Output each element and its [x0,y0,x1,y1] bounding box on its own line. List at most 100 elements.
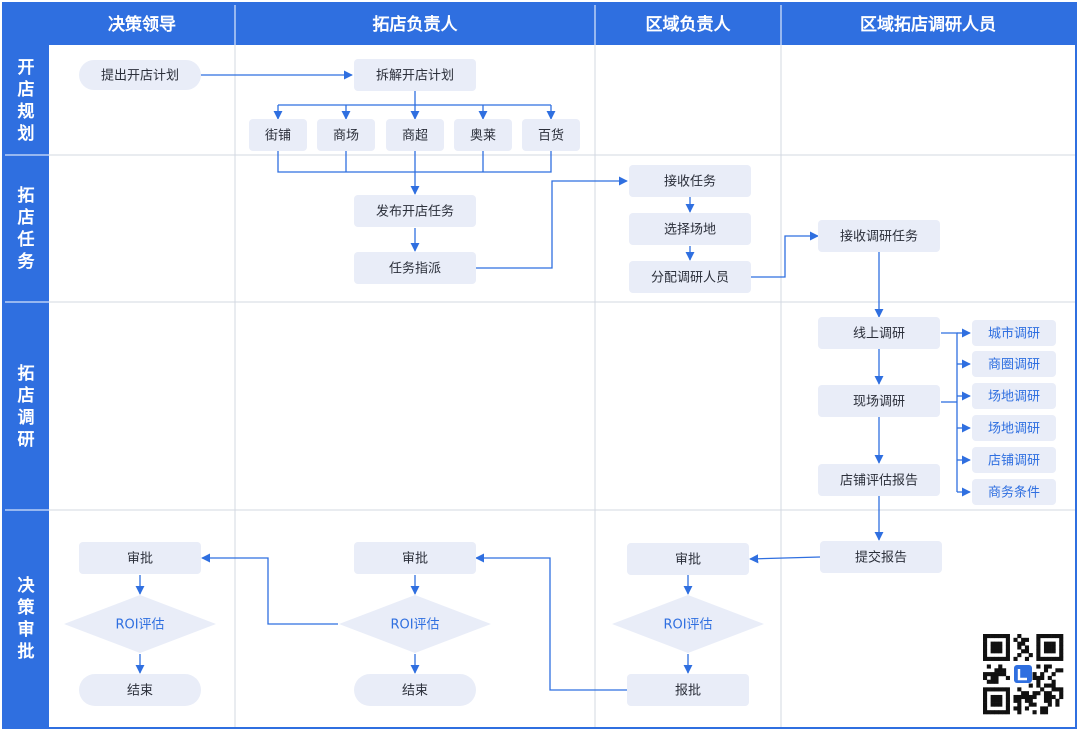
node-label: 接收任务 [664,174,716,190]
node-shape [354,542,476,574]
node-shape [64,595,216,653]
column-header-region-lead: 区域负责人 [646,14,732,35]
node-shape [249,119,307,151]
lane-label-research: 拓店调研 [18,364,35,450]
node-label: 任务指派 [389,261,441,277]
node-label: ROI评估 [115,618,164,633]
node-label: 场地调研 [988,390,1040,405]
node-label: 审批 [127,552,153,567]
connector-assign-to-receive [476,176,628,269]
node-shape [354,195,476,227]
node-shape [612,595,764,653]
node-shape [972,320,1056,346]
node-label: 商超 [402,129,428,144]
node-label: 商务条件 [988,485,1040,501]
node-label: 商圈调研 [988,358,1040,373]
node-receive-research: 接收调研任务 [818,220,940,252]
node-label: 发布开店任务 [376,204,454,220]
node-shape [629,261,751,293]
node-label: 选择场地 [664,223,716,238]
node-label: ROI评估 [390,618,439,633]
node-leader-plan: 提出开店计划 [79,60,201,90]
node-supermarket: 商超 [386,119,444,151]
column-header-expansion-lead: 拓店负责人 [373,14,459,35]
node-shape [386,119,444,151]
connector-submit-to-approve [749,554,821,564]
node-shape [818,220,940,252]
node-label: 奥莱 [470,129,496,144]
node-site-research-2: 场地调研 [972,415,1056,441]
node-end-leader: 结束 [79,674,201,706]
lane-label-task: 拓店任务 [17,186,36,272]
node-end-expand: 结束 [354,674,476,706]
node-label: 结束 [402,684,428,699]
node-shape [818,464,940,496]
node-label: 店铺调研 [988,454,1040,469]
node-shape [818,385,940,417]
node-outlet: 奥莱 [454,119,512,151]
qr-logo-icon [1014,665,1032,683]
node-choose-site: 选择场地 [629,213,751,245]
node-label: 审批 [675,553,701,568]
node-shape [972,479,1056,505]
lane-header-bar [3,3,49,728]
node-shape [972,351,1056,377]
node-shape [454,119,512,151]
node-shape [354,59,476,91]
node-label: 审批 [402,552,428,567]
node-report-up: 报批 [627,674,749,706]
node-label: 店铺评估报告 [840,474,918,489]
node-store-report: 店铺评估报告 [818,464,940,496]
node-roi-leader: ROI评估 [64,595,216,653]
node-shape [339,595,491,653]
node-receive-task: 接收任务 [629,165,751,197]
node-label: 城市调研 [988,326,1040,342]
node-dept-store: 百货 [522,119,580,151]
node-label: 提交报告 [855,550,907,566]
node-submit-report: 提交报告 [820,541,942,573]
node-label: ROI评估 [663,618,712,633]
lane-label-planning: 开店规划 [18,58,35,144]
connector-report-to-expansion [475,553,627,691]
node-shape [820,541,942,573]
node-district-research: 商圈调研 [972,351,1056,377]
node-label: 百货 [538,128,564,144]
column-header-researcher: 区域拓店调研人员 [860,14,996,35]
node-shape [972,447,1056,473]
node-shape [972,415,1056,441]
node-shape [317,119,375,151]
lane-label-approval: 决策审批 [18,575,36,662]
node-shape [818,317,940,349]
node-street: 街铺 [249,119,307,151]
node-label: 拆解开店计划 [376,69,454,84]
node-shape [354,674,476,706]
node-shape [522,119,580,151]
node-shape [629,213,751,245]
connector-exp-to-leader [201,553,338,625]
node-approve-leader: 审批 [79,542,201,574]
node-shape [627,543,749,575]
node-label: 商场 [333,129,359,144]
node-shape [79,60,201,90]
node-label: 线上调研 [853,327,905,342]
node-shape [972,383,1056,409]
qr-code [981,632,1065,716]
node-roi-region: ROI评估 [612,595,764,653]
node-store-research: 店铺调研 [972,447,1056,473]
node-roi-expand: ROI评估 [339,595,491,653]
connector-allocate-to-research [751,231,819,278]
column-header-bar [3,3,1076,45]
node-approve-region: 审批 [627,543,749,575]
node-approve-expand: 审批 [354,542,476,574]
node-label: 提出开店计划 [101,68,179,84]
node-mall: 商场 [317,119,375,151]
node-shape [354,252,476,284]
node-assign-researcher: 分配调研人员 [629,261,751,293]
node-publish-task: 发布开店任务 [354,195,476,227]
node-online-research: 线上调研 [818,317,940,349]
node-field-research: 现场调研 [818,385,940,417]
node-assign-task: 任务指派 [354,252,476,284]
node-label: 分配调研人员 [651,271,729,286]
column-header-leader: 决策领导 [108,14,176,35]
